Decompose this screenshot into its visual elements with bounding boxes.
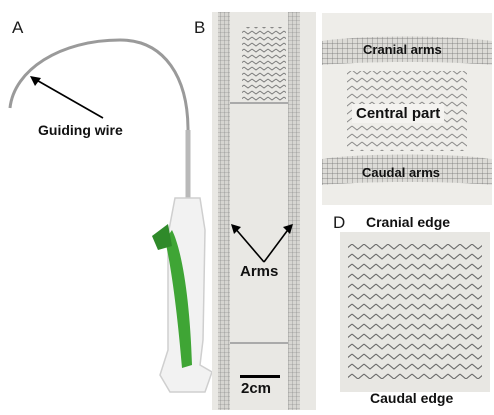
- mesh-edge-photo: [340, 232, 490, 392]
- mesh-full-drawing: [218, 12, 300, 410]
- scale-bar: [240, 375, 280, 378]
- panel-b-letter: B: [194, 18, 206, 37]
- cranial-edge-label: Cranial edge: [366, 214, 451, 230]
- mesh-edge-drawing: [348, 244, 482, 379]
- left-arm: [218, 12, 230, 410]
- cranial-arms-label: Cranial arms: [363, 42, 442, 57]
- caudal-arms-label: Caudal arms: [362, 165, 441, 180]
- right-arm: [288, 12, 300, 410]
- needle-device-illustration: [8, 38, 213, 393]
- panel-a-letter: A: [12, 18, 24, 37]
- edge-stitches: [348, 244, 482, 379]
- mesh-full-photo: [212, 12, 316, 410]
- arms-label: Arms: [240, 263, 279, 280]
- central-part-label: Central part: [352, 104, 445, 123]
- mesh-central-drawing: [322, 36, 492, 185]
- cranial-arms-band: [322, 36, 492, 65]
- caudal-arms-band: [322, 154, 492, 185]
- central-part: [242, 27, 286, 102]
- handle-green-grip: [165, 230, 192, 368]
- guiding-wire-label: Guiding wire: [38, 122, 123, 138]
- guiding-wire-arrow: [32, 77, 104, 119]
- scale-bar-label: 2cm: [241, 380, 272, 397]
- caudal-edge-label: Caudal edge: [370, 390, 454, 406]
- guiding-wire: [8, 38, 190, 195]
- handle-thumb-button: [152, 224, 172, 250]
- panel-d-letter: D: [333, 213, 346, 232]
